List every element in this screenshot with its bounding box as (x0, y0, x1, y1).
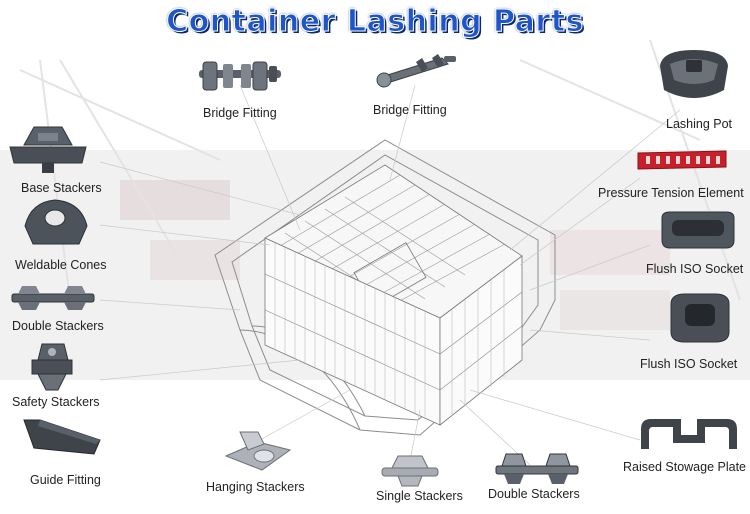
bridge-fitting-icon (193, 56, 288, 96)
double-stackers-2-icon (492, 450, 582, 486)
hanging-stackers-label: Hanging Stackers (206, 480, 305, 494)
guide-fitting-icon (20, 416, 104, 456)
safety-stackers-label: Safety Stackers (12, 395, 100, 409)
base-stackers-label: Base Stackers (21, 181, 102, 195)
single-stackers-icon (380, 452, 440, 488)
base-stackers-icon (8, 123, 88, 175)
bridge-fitting-label: Bridge Fitting (203, 106, 277, 120)
bridge-fitting-alt-icon (372, 50, 462, 90)
flush-iso-socket-label: Flush ISO Socket (646, 262, 744, 276)
flush-iso-socket-2-label: Flush ISO Socket (640, 357, 738, 371)
flush-iso-socket-icon (658, 210, 738, 250)
lashing-pot-label: Lashing Pot (666, 117, 733, 131)
raised-stowage-plate-icon (637, 415, 741, 455)
weldable-cones-label: Weldable Cones (15, 258, 107, 272)
double-stackers-icon (8, 282, 98, 312)
pressure-tension-element-icon (636, 147, 728, 173)
guide-fitting-label: Guide Fitting (30, 473, 101, 487)
lashing-pot-icon (654, 46, 734, 106)
raised-stowage-plate-label: Raised Stowage Plate (623, 460, 746, 474)
bridge-fitting-2-label: Bridge Fitting (373, 103, 447, 117)
single-stackers-label: Single Stackers (376, 489, 463, 503)
pressure-tension-element-label: Pressure Tension Element (598, 186, 744, 200)
double-stackers-2-label: Double Stackers (488, 487, 580, 501)
flush-iso-socket-2-icon (665, 290, 735, 346)
safety-stackers-icon (24, 340, 80, 394)
hanging-stackers-icon (218, 426, 298, 474)
page-title: Container Lashing Parts (166, 4, 584, 40)
double-stackers-label: Double Stackers (12, 319, 104, 333)
weldable-cones-icon (21, 196, 91, 248)
